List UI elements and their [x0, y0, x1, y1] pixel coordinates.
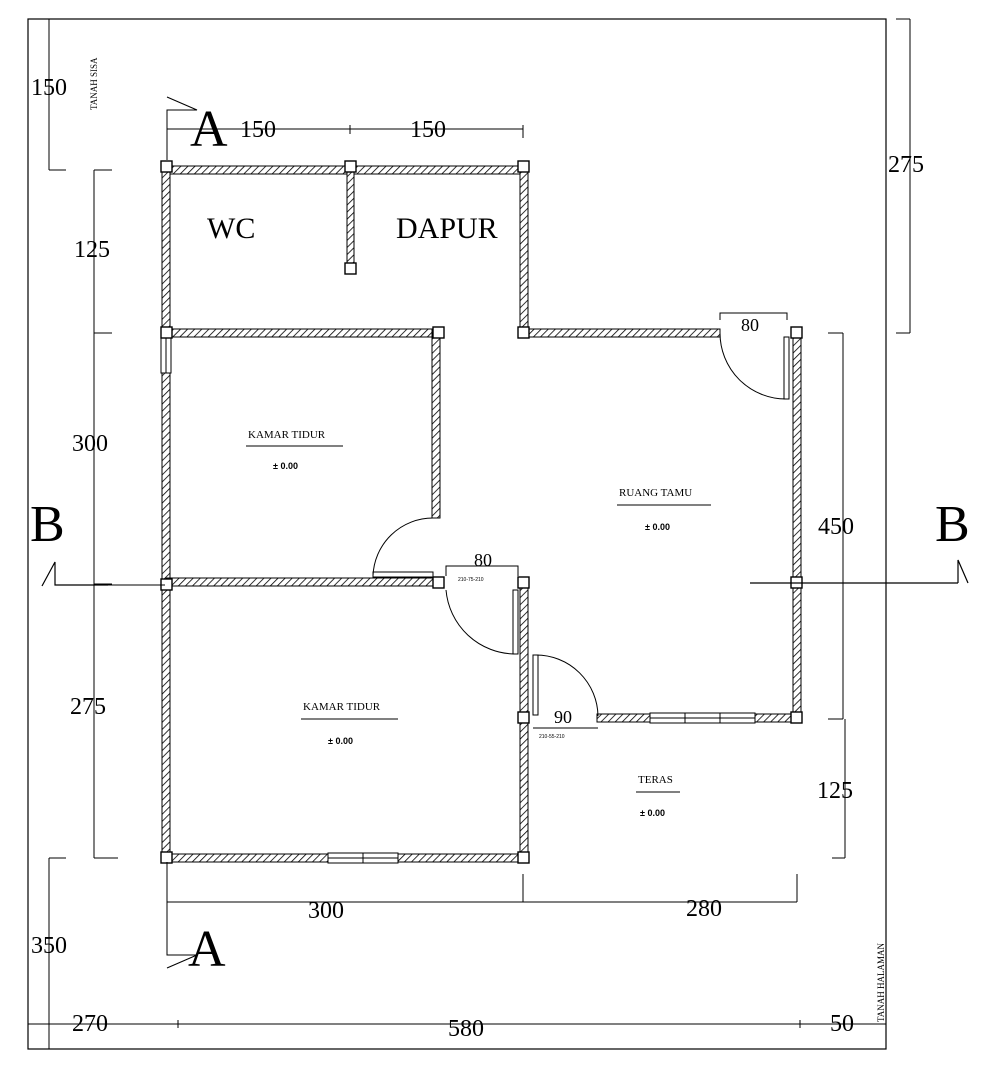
walls [161, 165, 802, 863]
dim-site-270: 270 [72, 1011, 108, 1037]
door-bedroom-2 [445, 565, 519, 655]
dim-left-300: 300 [72, 431, 108, 457]
section-letter-b-right: B [935, 496, 970, 553]
dim-right-450: 450 [818, 514, 854, 540]
wall-bedroom1-top [165, 328, 441, 338]
dim-top-1: 150 [240, 117, 276, 143]
column [432, 576, 445, 589]
door-main [719, 312, 790, 400]
door-code-bedroom: 210-75-210 [458, 577, 484, 583]
dim-bottom-280: 280 [686, 896, 722, 922]
column [160, 160, 173, 173]
elevation-ruang-tamu: ± 0.00 [645, 522, 670, 532]
dim-site-580: 580 [448, 1016, 484, 1042]
dim-site-50: 50 [830, 1011, 854, 1037]
wall-bedroom-divider [165, 577, 441, 587]
dim-right-275: 275 [888, 152, 924, 178]
elevation-kamar-tidur-1: ± 0.00 [273, 461, 298, 471]
column [160, 326, 173, 339]
wall-kitchen-right [519, 165, 529, 335]
door-code-teras: 210-55-210 [539, 734, 565, 740]
dim-outer-left-350: 350 [31, 933, 67, 959]
site-label-tanah-sisa: TANAH SISA [89, 57, 99, 110]
door-bedroom-1 [372, 517, 434, 578]
room-label-teras: TERAS [638, 774, 673, 786]
column [432, 326, 445, 339]
wall-bedroom1-right [431, 328, 441, 519]
dim-left-125: 125 [74, 237, 110, 263]
dim-top-2: 150 [410, 117, 446, 143]
column [344, 160, 357, 173]
column [517, 711, 530, 724]
room-label-dapur: DAPUR [396, 212, 498, 245]
wall-wc-divider [346, 165, 355, 269]
dim-door-teras: 90 [554, 707, 572, 727]
section-letter-a-top: A [190, 101, 228, 158]
windows [160, 336, 756, 864]
dim-door-main: 80 [741, 315, 759, 335]
dimension-lines [28, 18, 911, 1049]
column [517, 326, 530, 339]
columns [160, 160, 803, 864]
column [517, 851, 530, 864]
column [517, 160, 530, 173]
wall-living-top [522, 328, 721, 338]
column [790, 326, 803, 339]
wall-left-mid [161, 372, 171, 589]
dim-left-275: 275 [70, 694, 106, 720]
room-label-kamar-tidur-2: KAMAR TIDUR [303, 701, 381, 713]
room-label-ruang-tamu: RUANG TAMU [619, 487, 692, 499]
site-label-tanah-halaman: TANAH HALAMAN [876, 942, 886, 1022]
elevation-kamar-tidur-2: ± 0.00 [328, 736, 353, 746]
section-letter-a-bottom: A [188, 921, 226, 978]
column [517, 576, 530, 589]
room-label-wc: WC [207, 212, 255, 245]
wall-left-bottom [161, 583, 171, 861]
door-teras [532, 654, 599, 729]
elevation-teras: ± 0.00 [640, 808, 665, 818]
site-boundary [27, 18, 887, 1050]
column [344, 262, 357, 275]
dim-bottom-300: 300 [308, 898, 344, 924]
column [790, 711, 803, 724]
room-label-kamar-tidur-1: KAMAR TIDUR [248, 429, 326, 441]
section-line-b [41, 559, 969, 587]
dim-outer-left-150: 150 [31, 75, 67, 101]
section-marker-a-top [166, 96, 198, 122]
section-letter-b-left: B [30, 496, 65, 553]
dim-right-125: 125 [817, 778, 853, 804]
wall-right [792, 332, 802, 720]
section-marker-a-bottom [166, 940, 198, 969]
wall-left-top [161, 165, 171, 337]
column [160, 851, 173, 864]
dim-door-bedroom: 80 [474, 550, 492, 570]
